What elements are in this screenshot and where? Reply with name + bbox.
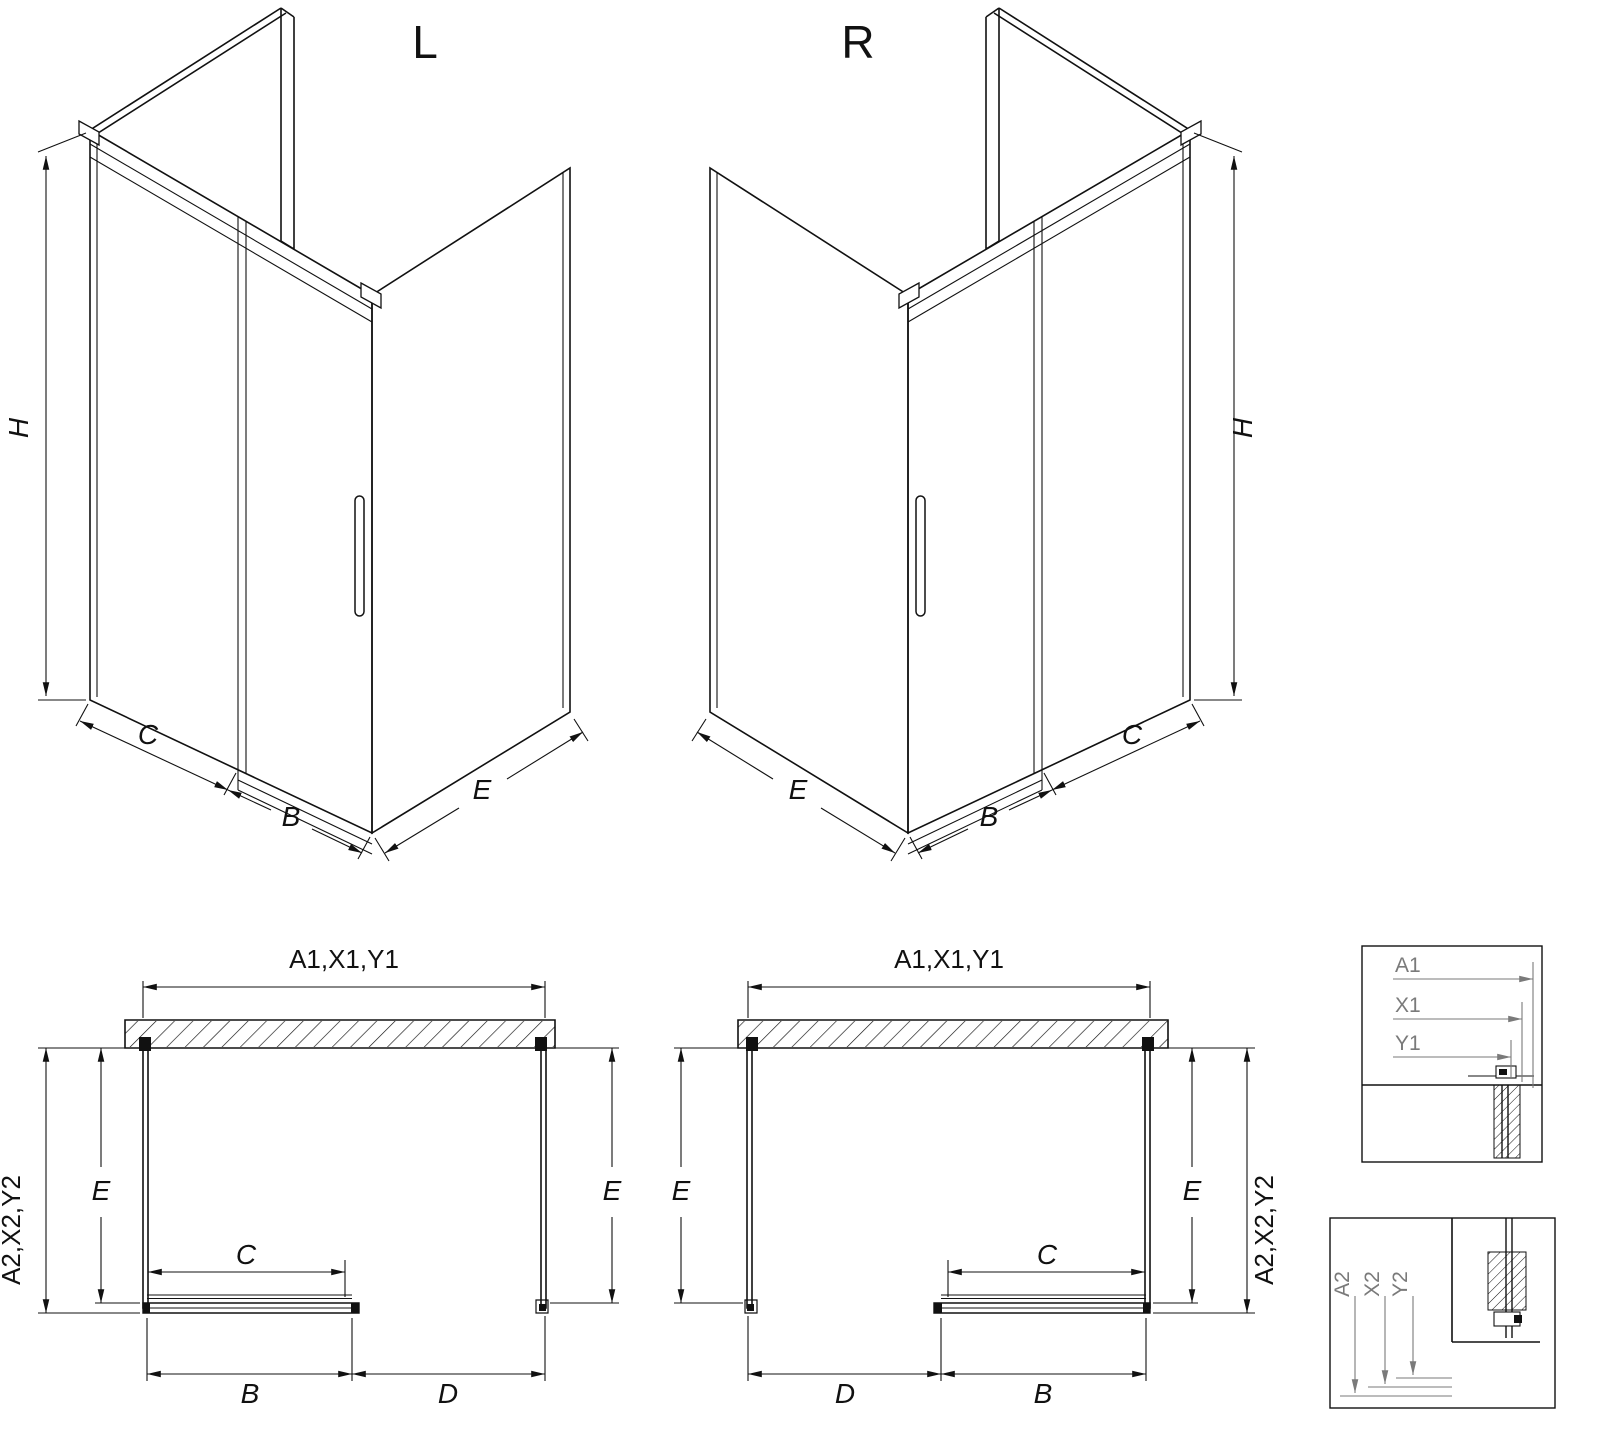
plan-left-dim-depth-left: E: [92, 1175, 111, 1206]
plan-left-dim-outer: A2,X2,Y2: [0, 1175, 26, 1285]
detail-top-section: [1362, 1065, 1542, 1159]
iso-right-title: R: [841, 16, 874, 68]
iso-view-right: R H C B E: [692, 8, 1258, 861]
plan-right-dim-opening: D: [835, 1378, 855, 1409]
iso-right-dim-side: E: [789, 774, 808, 805]
iso-right-dim-door: B: [980, 801, 999, 832]
plan-right-dim-outer: A2,X2,Y2: [1249, 1175, 1279, 1285]
detail-bottom-label-x2: X2: [1361, 1271, 1384, 1297]
plan-right-dim-depth-left: E: [672, 1175, 691, 1206]
detail-bottom-label-a2: A2: [1331, 1271, 1354, 1297]
plan-right-dim-depth-right: E: [1183, 1175, 1202, 1206]
iso-right-dim-fixed: C: [1122, 719, 1143, 750]
plan-right-dim-clear: C: [1037, 1239, 1058, 1270]
detail-top-leaders: [1393, 962, 1534, 1088]
plan-left-dim-depth-right: E: [603, 1175, 622, 1206]
iso-left-dim-fixed: C: [138, 719, 159, 750]
plan-left-dim-door: B: [241, 1378, 260, 1409]
plan-left-dim-clear: C: [236, 1239, 257, 1270]
plan-right-dim-top: A1,X1,Y1: [894, 944, 1004, 974]
plan-left-dim-top: A1,X1,Y1: [289, 944, 399, 974]
detail-bottom-leaders: [1340, 1296, 1452, 1397]
detail-bottom-section: [1451, 1218, 1540, 1343]
detail-bottom-label-y2: Y2: [1389, 1271, 1412, 1297]
iso-right-dim-height: H: [1227, 417, 1258, 438]
wall-hatch: [125, 1021, 555, 1047]
wall-hatch: [738, 1021, 1168, 1047]
plan-left-dim-opening: D: [438, 1378, 458, 1409]
detail-frame: [1361, 945, 1543, 1163]
iso-left-title: L: [412, 16, 438, 68]
detail-view-bottom: A2 X2 Y2: [1329, 1217, 1556, 1409]
detail-top-label-y1: Y1: [1395, 1032, 1421, 1055]
iso-right-geometry: [692, 8, 1242, 861]
iso-left-dim-side: E: [473, 774, 492, 805]
plan-view-left: A1,X1,Y1 A2,X2,Y2 E E C B D: [0, 944, 622, 1409]
iso-left-dim-height: H: [3, 417, 34, 438]
iso-view-left: L H C B E: [3, 8, 588, 861]
detail-top-label-a1: A1: [1395, 954, 1421, 977]
plan-right-dim-door: B: [1034, 1378, 1053, 1409]
iso-left-geometry: [38, 8, 588, 861]
plan-view-right: A1,X1,Y1 A2,X2,Y2 E E C D B: [672, 944, 1279, 1409]
detail-top-label-x1: X1: [1395, 994, 1421, 1017]
detail-frame: [1329, 1217, 1556, 1409]
detail-view-top: A1 X1 Y1: [1361, 945, 1543, 1163]
iso-left-dim-door: B: [282, 801, 301, 832]
